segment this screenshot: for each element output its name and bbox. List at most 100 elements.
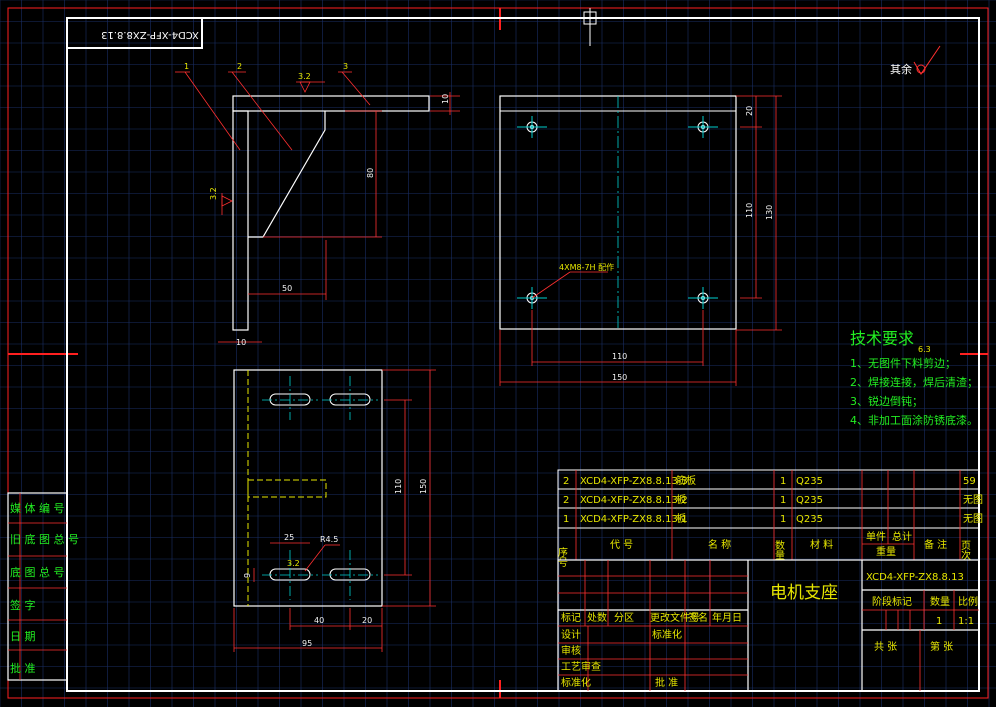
- hidden-rib: [247, 479, 327, 498]
- bom-code: XCD4-XFP-ZX8.8.13-3: [580, 476, 688, 487]
- weld-side-label: 3.2: [209, 187, 218, 200]
- rev-hdr-file: 更改文件号: [650, 611, 700, 624]
- technical-requirements: 技术要求 6.3 1、无图件下料剪边； 2、焊接连接，焊后清渣； 3、锐边倒钝；…: [850, 329, 978, 427]
- side-sign: 签 字: [10, 598, 36, 612]
- dim-edge: 9: [243, 573, 252, 578]
- bom-material: Q235: [796, 476, 823, 487]
- vertical-plate: [232, 110, 249, 331]
- role-standard: 标准化: [561, 676, 591, 689]
- dim-top: 20: [745, 106, 754, 116]
- tech-item-3: 3、锐边倒钝；: [850, 394, 923, 408]
- bom-remark: 无图: [963, 513, 983, 525]
- hdr-material: 材 料: [810, 538, 833, 551]
- hole-note: 4XM8-7H 配作: [559, 262, 614, 272]
- approve-label: 批 准: [655, 676, 678, 689]
- hdr-no: 序号: [556, 546, 568, 568]
- dim-inner-h: 110: [612, 352, 627, 361]
- qty-hdr: 数量: [930, 595, 950, 608]
- radius-label: R4.5: [320, 535, 338, 544]
- bom-no: 2: [563, 495, 569, 506]
- hole-tl: [517, 116, 547, 138]
- weld-top-label: 3.2: [298, 72, 311, 81]
- top-code-box: XCD4-XFP-ZX8.8.13: [66, 17, 203, 49]
- sheet-total: 共 张: [874, 641, 897, 653]
- bom-qty: 1: [780, 476, 786, 487]
- view-front-plate: R4.5 3.2 25 9 110 150 40 20 95: [233, 369, 436, 652]
- hdr-weight: 重量: [876, 545, 896, 558]
- dim-height: 80: [366, 168, 375, 178]
- view-top-plate: 4XM8-7H 配作 20 110 130 110 150: [499, 95, 782, 386]
- hole-br: [688, 287, 718, 309]
- bom-qty: 1: [780, 495, 786, 506]
- rev-hdr-sign: 签名: [688, 611, 708, 624]
- side-block: 媒 体 编 号 旧 底 图 总 号 底 图 总 号 签 字 日 期 批 准: [7, 492, 79, 681]
- drawing-frame: [66, 17, 980, 692]
- dim-w40: 40: [314, 616, 324, 625]
- finish-symbol: [916, 64, 926, 74]
- rev-hdr-count: 处数: [587, 611, 607, 624]
- part-name: 电机支座: [770, 583, 838, 603]
- bom-row-2: 2 XCD4-XFP-ZX8.8.13-2 板 1 Q235 无图: [563, 493, 983, 506]
- dim-inner-v: 110: [745, 203, 754, 218]
- view-side-section: 1 2 3 3.2 3.2 10 80 50 10: [175, 62, 460, 347]
- bom-name: 板: [676, 512, 686, 525]
- dim-outer-h: 150: [612, 373, 627, 382]
- side-media-no: 媒 体 编 号: [10, 501, 65, 515]
- callout-1: 1: [184, 62, 189, 71]
- title-block: 电机支座 XCD4-XFP-ZX8.8.13 标记 处数 分区 更改文件号 签名…: [557, 559, 980, 692]
- bom-header: 序号 代 号 名 称 数量 材 料 单件 总计 重量 备 注 页次: [556, 530, 971, 568]
- hdr-name: 名 称: [708, 538, 731, 551]
- top-plate: [232, 95, 430, 112]
- dim-outer-v: 150: [419, 479, 428, 494]
- weld-label: 3.2: [287, 559, 300, 568]
- bom-table: 2 XCD4-XFP-ZX8.8.13-3 筋板 1 Q235 59 2 XCD…: [556, 469, 983, 568]
- dim-base: 10: [236, 338, 246, 347]
- top-code-text: XCD4-XFP-ZX8.8.13: [101, 29, 199, 40]
- bom-material: Q235: [796, 514, 823, 525]
- rev-hdr-mark: 标记: [561, 612, 581, 624]
- hdr-qty: 数量: [773, 539, 785, 560]
- bom-qty: 1: [780, 514, 786, 525]
- tech-title: 技术要求: [850, 329, 914, 348]
- bom-no: 1: [563, 514, 569, 525]
- hdr-code: 代 号: [610, 539, 633, 551]
- dim-outer-v: 130: [765, 205, 774, 220]
- scale-qty: 1: [936, 616, 942, 627]
- rev-hdr-date: 年月日: [712, 611, 742, 624]
- hdr-single: 单件: [866, 531, 886, 543]
- callout-2: 2: [237, 62, 242, 71]
- scale-hdr: 比例: [958, 595, 978, 608]
- bom-name: 筋板: [676, 474, 696, 487]
- crosshair-cursor: [566, 8, 614, 46]
- surface-note-text: 其余: [890, 62, 912, 76]
- dim-overall: 95: [302, 639, 312, 648]
- dim-w20: 20: [362, 616, 372, 625]
- bom-remark: 无图: [963, 494, 983, 506]
- finish-value: 6.3: [918, 345, 931, 354]
- bom-row-1: 2 XCD4-XFP-ZX8.8.13-3 筋板 1 Q235 59: [563, 474, 976, 487]
- scale-value: 1:1: [958, 616, 974, 627]
- rib-plate: [248, 111, 326, 238]
- side-date: 日 期: [10, 630, 36, 643]
- hdr-total: 总计: [892, 530, 912, 543]
- drawing-number: XCD4-XFP-ZX8.8.13: [866, 572, 964, 583]
- bom-no: 2: [563, 476, 569, 487]
- bom-remark: 59: [963, 476, 976, 487]
- bom-code: XCD4-XFP-ZX8.8.13-1: [580, 514, 688, 525]
- tech-item-4: 4、非加工面涂防锈底漆。: [850, 413, 978, 427]
- role-design: 设计: [561, 628, 581, 641]
- bom-material: Q235: [796, 495, 823, 506]
- hdr-page: 页次: [959, 540, 971, 561]
- hole-tr: [688, 116, 718, 138]
- side-dwg-no: 底 图 总 号: [10, 565, 65, 579]
- stage-hdr: 阶段标记: [872, 595, 912, 608]
- side-old-dwg: 旧 底 图 总 号: [10, 532, 79, 546]
- dim-width: 50: [282, 284, 292, 293]
- tech-item-2: 2、焊接连接，焊后清渣；: [850, 375, 978, 389]
- dim-slot: 25: [284, 533, 294, 542]
- bom-name: 板: [676, 493, 686, 506]
- surface-finish: 其余: [890, 45, 941, 76]
